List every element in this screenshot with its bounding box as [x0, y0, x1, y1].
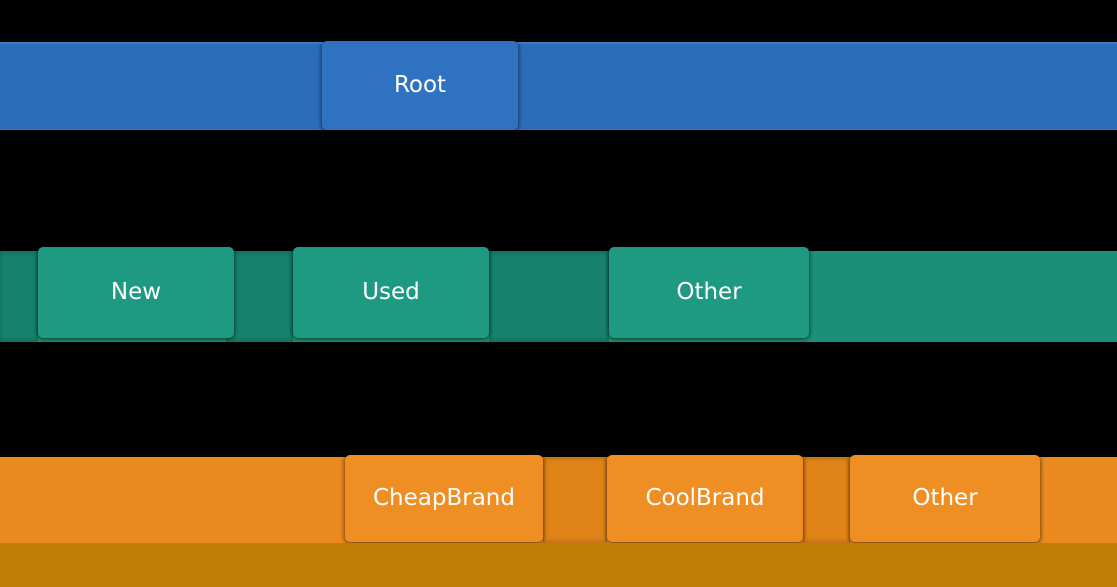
tree-node-label: Other [912, 485, 978, 511]
tree-node-label: New [110, 279, 162, 305]
tree-node-root[interactable]: Root [322, 41, 518, 130]
tree-node-used[interactable]: Used [293, 247, 489, 338]
tree-node-other-level-2[interactable]: Other [850, 455, 1040, 542]
row-level-1-gap-1 [226, 251, 293, 342]
row-root-band [0, 42, 1117, 130]
row-level-2-gap-1 [803, 457, 850, 543]
tree-node-label: Other [676, 279, 742, 305]
tree-node-label: CoolBrand [645, 485, 765, 511]
row-level-1-gap-2 [489, 251, 609, 342]
row-level-1-gap-0 [0, 251, 38, 342]
row-level-2-gap-0 [543, 457, 607, 543]
tree-node-other-level-1[interactable]: Other [609, 247, 809, 338]
bottom-level-band [0, 543, 1117, 587]
tree-node-label: Root [393, 72, 447, 98]
tree-node-label: CheapBrand [373, 485, 515, 511]
tree-node-coolbrand[interactable]: CoolBrand [607, 455, 803, 542]
tree-node-cheapbrand[interactable]: CheapBrand [345, 455, 543, 542]
tree-node-label: Used [362, 279, 420, 305]
tree-node-new[interactable]: New [38, 247, 234, 338]
